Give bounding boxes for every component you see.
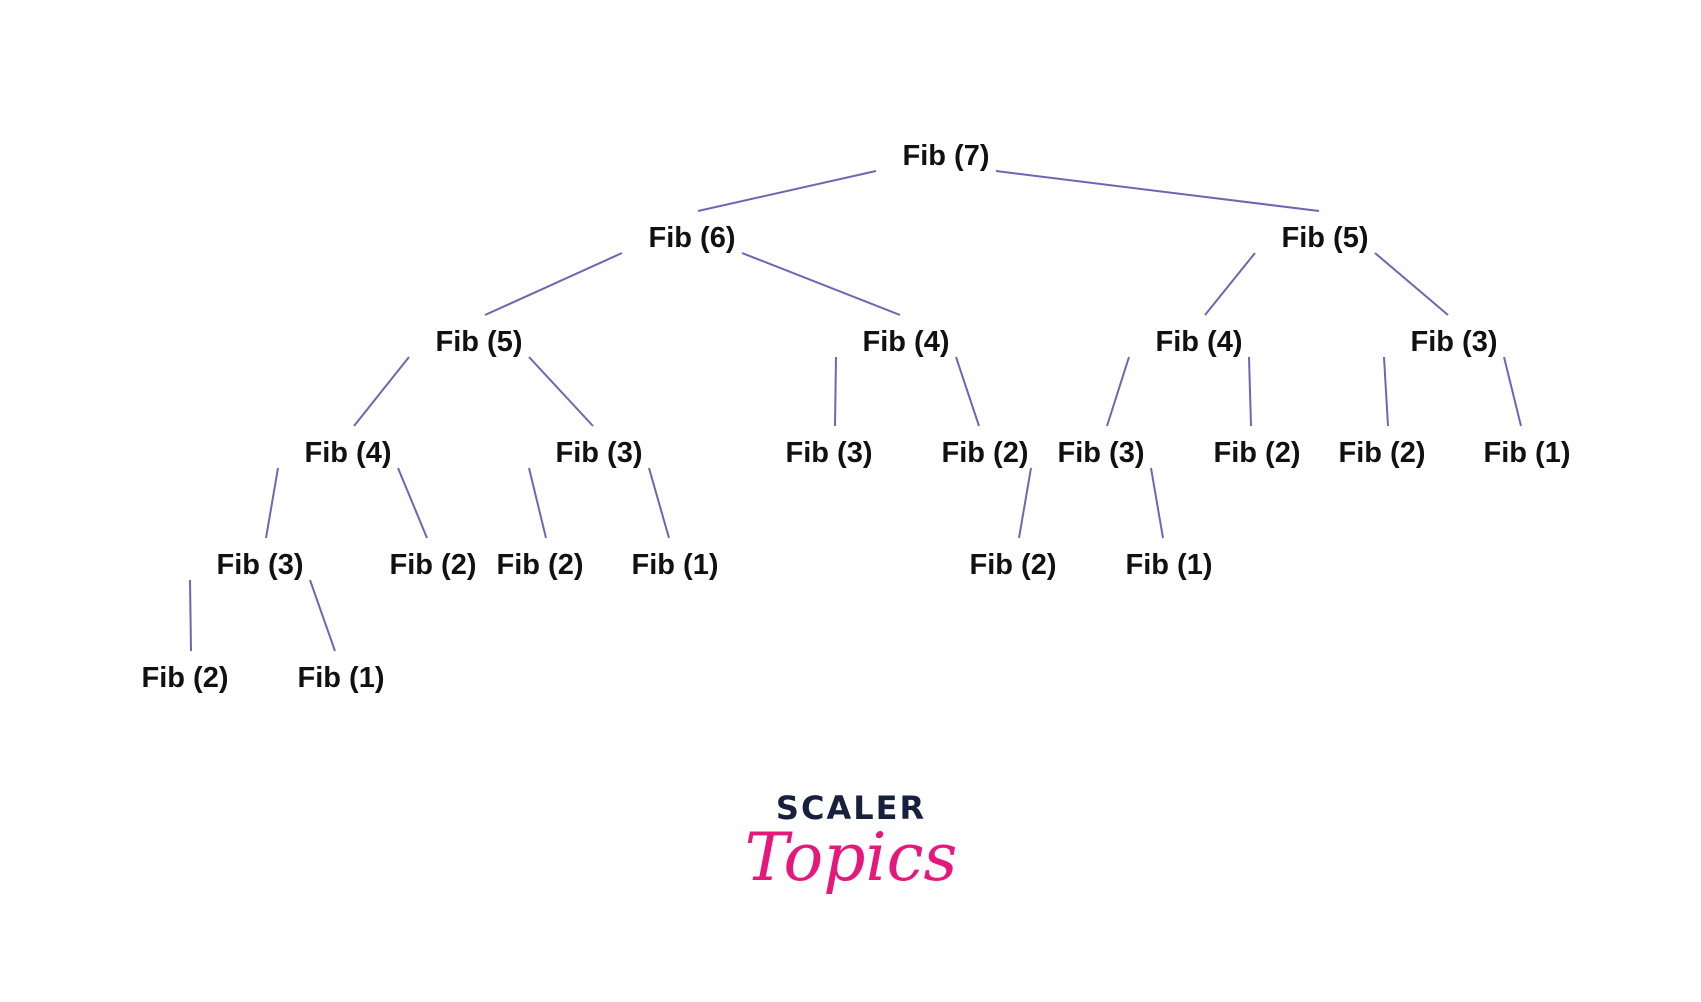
- tree-node-level3-8: Fib (1): [1484, 437, 1571, 469]
- tree-edge: [1374, 252, 1449, 316]
- tree-edge: [1248, 356, 1252, 427]
- scaler-topics-logo: SCALER Topics: [745, 789, 958, 896]
- logo-topics-text: Topics: [745, 819, 958, 896]
- tree-node-level4-4: Fib (1): [632, 549, 719, 581]
- tree-edge: [1106, 356, 1130, 427]
- tree-node-level4-6: Fib (1): [1126, 549, 1213, 581]
- tree-node-level3-3: Fib (3): [786, 437, 873, 469]
- tree-node-level4-3: Fib (2): [497, 549, 584, 581]
- tree-node-level1-2: Fib (5): [1282, 222, 1369, 254]
- tree-edge: [1204, 252, 1256, 316]
- tree-edge: [1150, 467, 1164, 539]
- tree-edges: [189, 170, 1522, 652]
- tree-edge: [955, 356, 980, 427]
- tree-edge: [648, 467, 670, 539]
- tree-edge: [995, 170, 1320, 212]
- tree-node-level2-2: Fib (4): [863, 326, 950, 358]
- tree-edge: [741, 252, 901, 316]
- tree-nodes: Fib (7) Fib (6) Fib (5) Fib (4) Fib (3) Fib (…: [142, 140, 1571, 694]
- tree-node-level5-2: Fib (1): [298, 662, 385, 694]
- tree-node-level2-3: Fib (4): [1156, 326, 1243, 358]
- tree-edge: [353, 356, 410, 427]
- tree-edge: [528, 467, 547, 539]
- tree-node-level4-1: Fib (3): [217, 549, 304, 581]
- tree-edge: [397, 467, 428, 539]
- tree-node-level4-5: Fib (2): [970, 549, 1057, 581]
- tree-node-level1-1: Fib (6): [649, 222, 736, 254]
- tree-edge: [484, 252, 623, 316]
- tree-edge: [834, 356, 837, 427]
- tree-edge: [309, 579, 336, 652]
- tree-node-level3-4: Fib (2): [942, 437, 1029, 469]
- tree-node-level4-2: Fib (2): [390, 549, 477, 581]
- logo-scaler-text: SCALER: [776, 789, 926, 827]
- tree-node-level3-6: Fib (2): [1214, 437, 1301, 469]
- tree-node-level3-1: Fib (4): [305, 437, 392, 469]
- tree-node-level3-2: Fib (3): [556, 437, 643, 469]
- tree-edge: [265, 467, 279, 539]
- tree-edge: [1383, 356, 1389, 427]
- tree-node-level2-1: Fib (5): [436, 326, 523, 358]
- tree-node-level0-1: Fib (7): [903, 140, 990, 172]
- tree-node-level2-4: Fib (3): [1411, 326, 1498, 358]
- tree-edge: [528, 356, 594, 427]
- tree-node-level3-7: Fib (2): [1339, 437, 1426, 469]
- tree-edge: [189, 579, 192, 652]
- tree-node-level3-5: Fib (3): [1058, 437, 1145, 469]
- tree-edge: [697, 170, 877, 212]
- tree-edge: [1503, 356, 1522, 427]
- tree-edge: [1018, 467, 1032, 539]
- tree-node-level5-1: Fib (2): [142, 662, 229, 694]
